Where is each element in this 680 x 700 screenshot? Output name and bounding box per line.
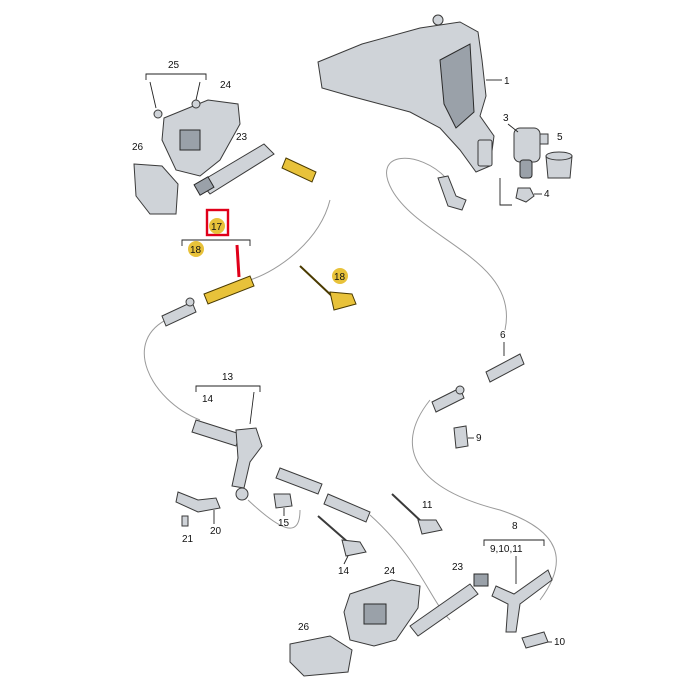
telescopic-nozzle-top-part[interactable]	[193, 143, 275, 196]
callout-13: 13	[222, 372, 234, 383]
mount-clip-part[interactable]	[299, 265, 357, 311]
callout-14-a: 14	[202, 394, 214, 405]
leader-25-a	[149, 81, 157, 109]
connector-20-part[interactable]	[175, 491, 221, 513]
hose-section-6-part[interactable]	[431, 353, 525, 413]
callout-24-top: 24	[220, 80, 232, 91]
callout-14-b: 14	[338, 566, 350, 577]
screw-21-part[interactable]	[181, 515, 189, 527]
hose-extension-part[interactable]	[161, 275, 255, 327]
hose-assembly-13-part[interactable]	[191, 419, 263, 501]
callout-18-right: 18	[334, 272, 346, 283]
clip-14-part[interactable]	[317, 515, 367, 557]
bracket-13	[195, 385, 261, 392]
hose-line-left	[143, 199, 331, 421]
callout-8-sub: 9,10,11	[490, 544, 523, 555]
cover-cap-bottom-part[interactable]	[289, 635, 353, 677]
callout-9: 9	[476, 433, 482, 444]
callout-1: 1	[504, 76, 510, 87]
callout-3: 3	[503, 113, 509, 124]
callout-10: 10	[554, 637, 566, 648]
bracket-25	[145, 73, 207, 80]
nut-part[interactable]	[515, 187, 535, 203]
corrugated-hose-middle-part[interactable]	[275, 467, 371, 523]
callout-20: 20	[210, 526, 222, 537]
callout-23-top: 23	[236, 132, 248, 143]
callout-26-top: 26	[132, 142, 144, 153]
callout-23-bottom: 23	[452, 562, 464, 573]
bracket-top-part[interactable]	[153, 99, 241, 177]
callout-15: 15	[278, 518, 290, 529]
cover-cap-top-part[interactable]	[133, 163, 179, 215]
bracket-8	[483, 539, 545, 546]
leader-14	[343, 555, 349, 565]
bracket-bottom-part[interactable]	[343, 579, 421, 647]
badge-18-left	[188, 241, 204, 257]
callout-18-left: 18	[190, 245, 202, 256]
highlight-box-17	[205, 208, 230, 237]
hose-line-right	[412, 399, 557, 601]
leader-3	[507, 123, 519, 133]
hose-line-upper	[386, 157, 508, 331]
leader-25-b	[195, 81, 201, 101]
callout-5: 5	[557, 132, 563, 143]
badge-18-right	[332, 268, 348, 284]
washer-reservoir-part[interactable]	[317, 14, 495, 173]
highlight-leader-17	[235, 244, 241, 278]
grommet-part[interactable]	[545, 151, 573, 179]
callout-21: 21	[182, 534, 194, 545]
callout-11: 11	[422, 500, 433, 511]
callout-24-bottom: 24	[384, 566, 396, 577]
washer-pump-part[interactable]	[513, 127, 549, 179]
leader-13	[249, 391, 255, 425]
clip-15-part[interactable]	[273, 493, 293, 509]
elbow-connector-part[interactable]	[437, 175, 467, 211]
callout-6: 6	[500, 330, 506, 341]
y-connector-8-part[interactable]	[491, 569, 553, 633]
callout-25: 25	[168, 60, 180, 71]
telescopic-nozzle-bottom-part[interactable]	[409, 573, 489, 637]
bracket-17	[181, 239, 251, 246]
badge-17	[209, 218, 225, 234]
clip-11-part[interactable]	[391, 493, 443, 535]
corrugated-hose-top-part[interactable]	[281, 157, 317, 183]
callout-26-bottom: 26	[298, 622, 310, 633]
clip-10-part[interactable]	[521, 631, 549, 649]
clip-9-part[interactable]	[453, 425, 469, 449]
callout-4: 4	[544, 189, 550, 200]
bracket-3-4	[499, 178, 512, 206]
callout-17: 17	[211, 222, 223, 233]
callout-8: 8	[512, 521, 518, 532]
